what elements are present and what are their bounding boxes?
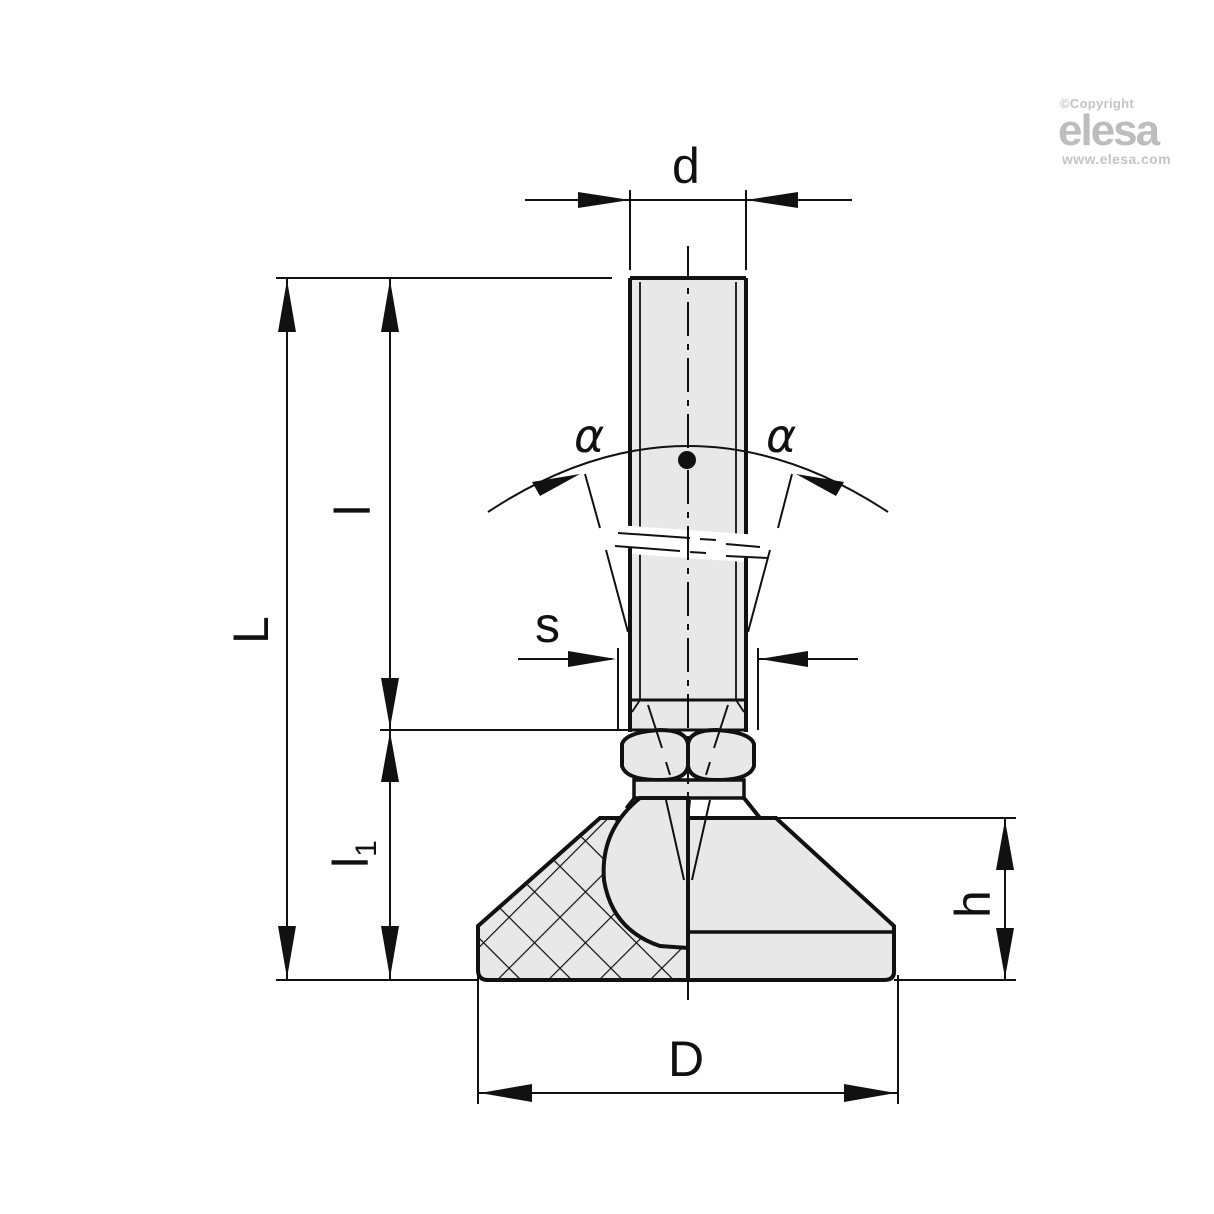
label-l1: l1 bbox=[323, 840, 383, 868]
watermark-logo: elesa bbox=[1058, 106, 1160, 155]
dimension-s bbox=[518, 648, 858, 730]
label-h: h bbox=[945, 890, 1001, 918]
dimension-h bbox=[776, 817, 1016, 981]
label-D: D bbox=[668, 1031, 704, 1087]
label-s: s bbox=[535, 597, 560, 653]
label-d: d bbox=[672, 138, 700, 194]
break-lines bbox=[611, 524, 773, 566]
pivot-point bbox=[678, 451, 696, 469]
dimension-L-l-l1 bbox=[276, 277, 630, 981]
base-plate bbox=[476, 796, 896, 982]
watermark: ©Copyright elesa www.elesa.com bbox=[1052, 96, 1212, 167]
label-alpha-left: α bbox=[574, 409, 604, 463]
label-L: L bbox=[223, 616, 279, 644]
alpha-arrows bbox=[532, 474, 844, 496]
dimension-D bbox=[477, 975, 899, 1104]
label-l: l bbox=[325, 505, 381, 516]
watermark-url: www.elesa.com bbox=[1062, 151, 1171, 167]
dimension-d bbox=[525, 190, 852, 270]
hex-nuts bbox=[620, 727, 756, 800]
watermark-copyright: ©Copyright bbox=[1060, 96, 1134, 111]
label-alpha-right: α bbox=[766, 409, 796, 463]
